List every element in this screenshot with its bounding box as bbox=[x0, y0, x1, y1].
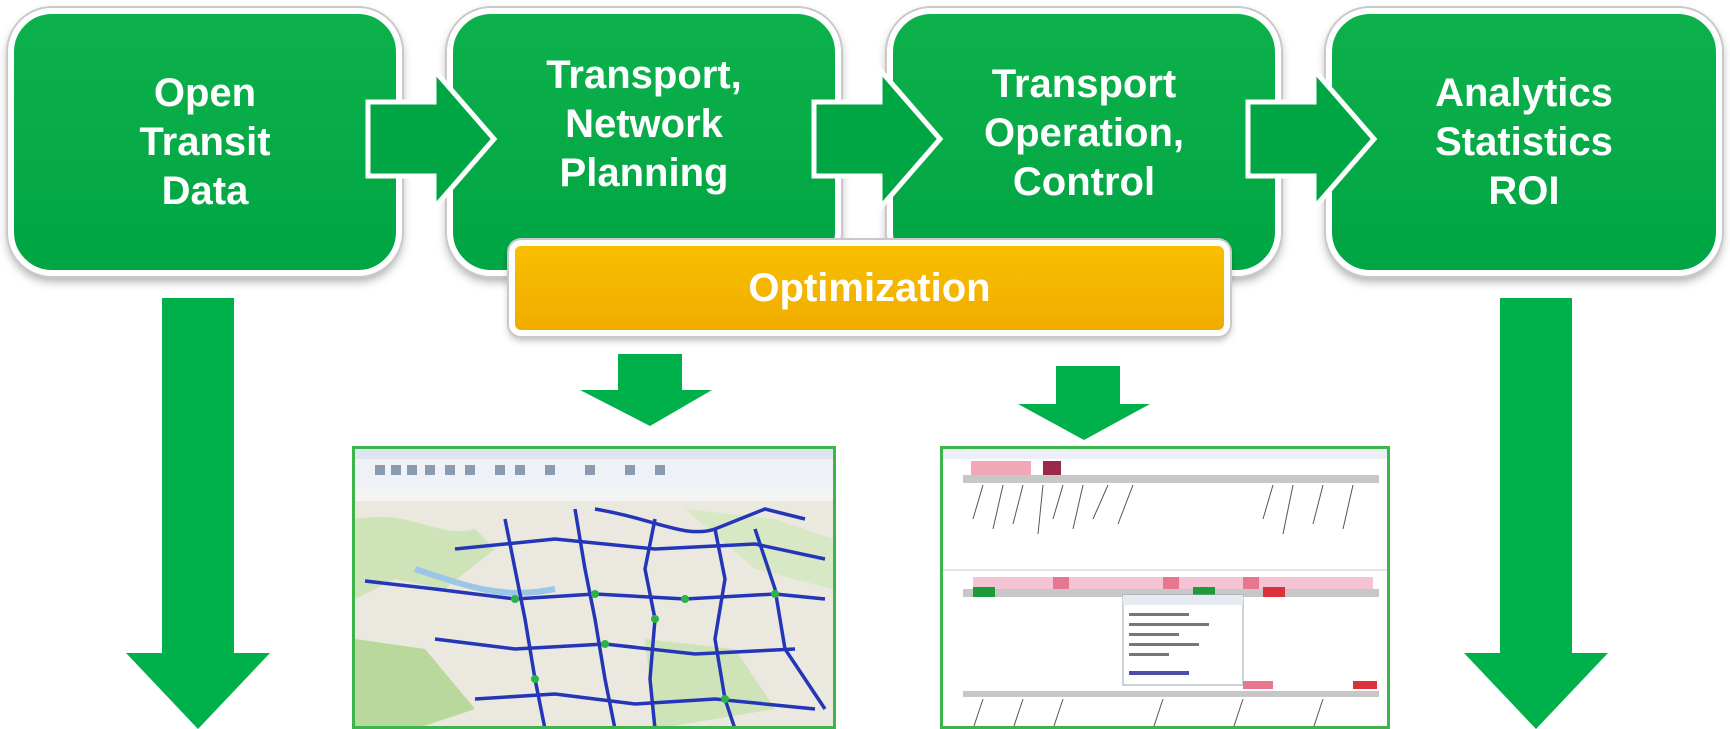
map-thumbnail bbox=[355, 449, 833, 726]
stage-label: Analytics Statistics ROI bbox=[1435, 70, 1613, 213]
down-arrow-planning bbox=[580, 354, 712, 426]
flow-arrow-1 bbox=[365, 64, 498, 214]
down-arrow-left bbox=[126, 298, 270, 729]
timeline-thumbnail bbox=[943, 449, 1387, 726]
stage-open-transit-data: Open Transit Data bbox=[8, 8, 402, 276]
optimization-label: Optimization bbox=[748, 265, 991, 310]
down-arrow-right bbox=[1464, 298, 1608, 729]
stage-label: Transport Operation, Control bbox=[983, 61, 1185, 204]
stage-label: Open Transit Data bbox=[139, 70, 271, 213]
flow-arrow-2 bbox=[811, 64, 944, 214]
flow-arrow-3 bbox=[1245, 64, 1378, 214]
stage-label: Transport, Network Planning bbox=[546, 52, 742, 195]
network-planning-screenshot bbox=[352, 446, 836, 729]
stage-analytics-statistics-roi: Analytics Statistics ROI bbox=[1326, 8, 1722, 276]
down-arrow-operation bbox=[1018, 366, 1150, 440]
stage-transport-operation-control: Transport Operation, Control bbox=[887, 8, 1281, 276]
stage-transport-network-planning: Transport, Network Planning bbox=[447, 8, 841, 276]
operation-control-screenshot bbox=[940, 446, 1390, 729]
optimization-bar: Optimization bbox=[509, 240, 1230, 336]
